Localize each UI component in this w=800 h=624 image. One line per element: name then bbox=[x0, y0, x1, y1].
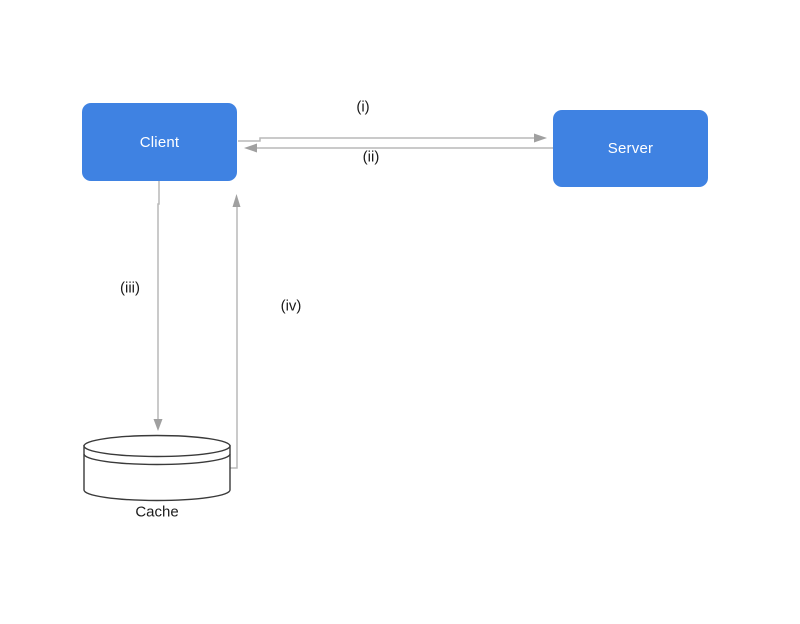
edge-label-iii: (iii) bbox=[120, 279, 140, 297]
arrowhead-left-icon bbox=[244, 143, 257, 153]
arrowhead-right-icon bbox=[534, 133, 547, 143]
node-server: Server bbox=[553, 110, 708, 187]
arrow-cache-to-client bbox=[229, 194, 241, 469]
edge-label-iv: (iv) bbox=[280, 297, 302, 315]
edge-label-i: (i) bbox=[356, 98, 370, 116]
edge-label-ii: (ii) bbox=[362, 148, 380, 166]
node-cache-label: Cache bbox=[135, 503, 179, 521]
node-server-label: Server bbox=[607, 140, 654, 157]
arrow-server-to-client bbox=[244, 143, 553, 153]
arrowhead-up-icon bbox=[232, 194, 241, 207]
node-cache-cylinder bbox=[83, 434, 231, 502]
arrow-client-to-cache bbox=[153, 181, 163, 431]
node-client: Client bbox=[82, 103, 237, 181]
arrow-client-to-server bbox=[238, 133, 547, 143]
node-client-label: Client bbox=[139, 133, 180, 151]
arrowhead-down-icon bbox=[153, 419, 163, 431]
